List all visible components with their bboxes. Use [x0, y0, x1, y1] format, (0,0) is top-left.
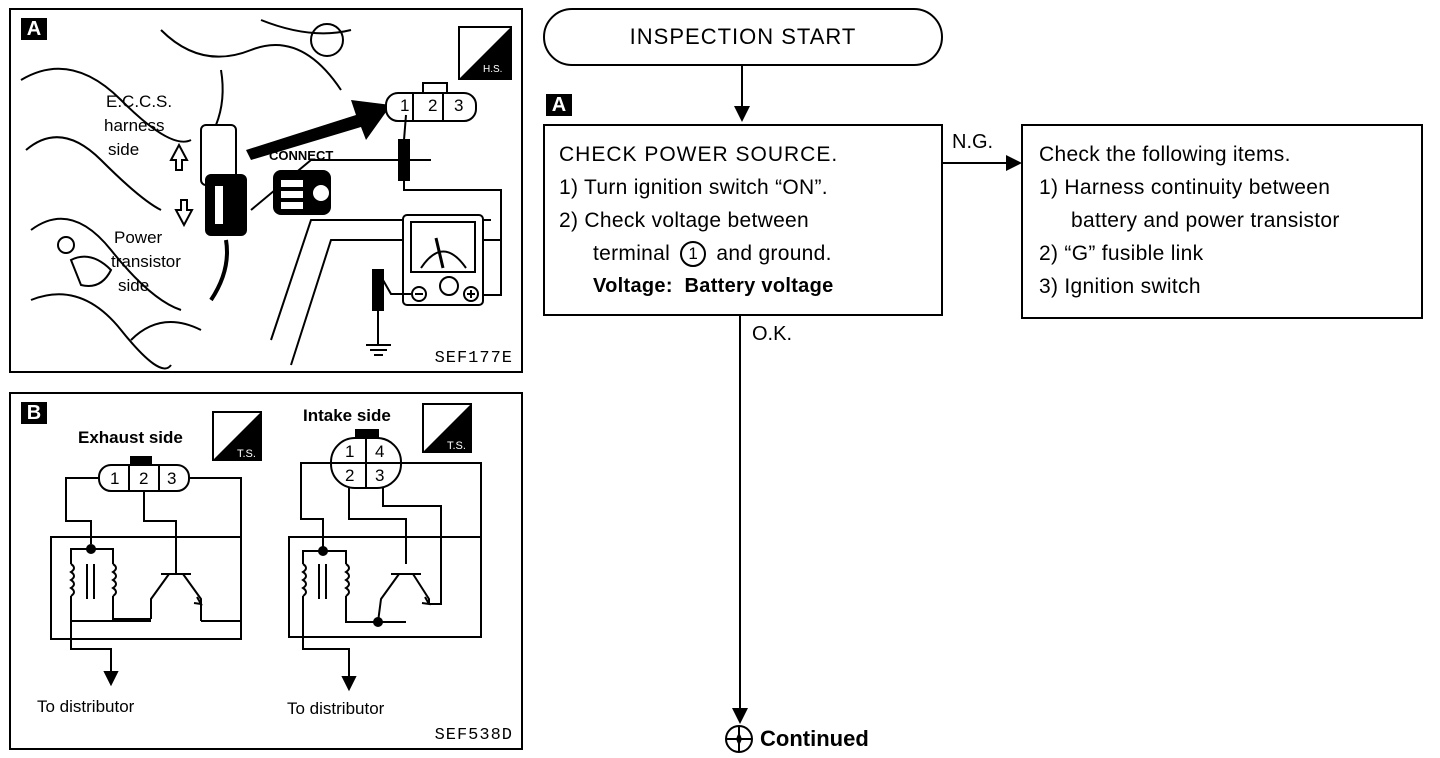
check-item-2b-pre: terminal	[593, 242, 671, 265]
ng-label: N.G.	[952, 131, 994, 153]
continued-icon	[725, 725, 753, 753]
label-transistor: transistor	[111, 252, 181, 271]
check-power-source-box: CHECK POWER SOURCE. 1) Turn ignition swi…	[543, 124, 943, 316]
hs-badge-label: H.S.	[483, 64, 503, 75]
flow-line-start	[741, 66, 743, 108]
ng-item-1b: battery and power transistor	[1071, 209, 1340, 232]
ts-badge-label-intake: T.S.	[447, 440, 466, 452]
continued-label: Continued	[760, 726, 869, 751]
intake-pin-3: 3	[375, 466, 385, 485]
check-item-2b: terminal 1 and ground.	[559, 237, 927, 270]
ng-item-3: 3) Ignition switch	[1039, 275, 1201, 298]
label-connect: CONNECT	[269, 148, 334, 163]
arrow-down-head-1	[734, 106, 750, 122]
panel-a-badge: A	[21, 18, 47, 40]
exhaust-pin-1: 1	[110, 469, 120, 488]
panel-a: A	[9, 8, 523, 373]
ng-items-box: Check the following items. 1) Harness co…	[1021, 124, 1423, 319]
label-eccs: E.C.C.S.	[106, 92, 173, 111]
intake-pin-4: 4	[375, 442, 385, 461]
intake-pin-1: 1	[345, 442, 355, 461]
panel-a-code: SEF177E	[434, 349, 513, 368]
ng-title: Check the following items.	[1039, 143, 1291, 166]
intake-side-label: Intake side	[303, 406, 391, 425]
panel-b: B	[9, 392, 523, 750]
arrow-right-head	[1006, 155, 1022, 171]
ok-label: O.K.	[752, 323, 793, 345]
ts-badge-label-exhaust: T.S.	[237, 448, 256, 460]
engine-illustration	[20, 19, 512, 370]
label-harness: harness	[104, 116, 165, 135]
inspection-start-box: INSPECTION START	[543, 8, 943, 66]
inspection-start-label: INSPECTION START	[629, 24, 857, 49]
label-side-2: side	[118, 276, 150, 295]
panel-b-badge: B	[21, 402, 47, 424]
to-distributor-left: To distributor	[37, 697, 135, 716]
label-power: Power	[114, 228, 163, 247]
check-title: CHECK POWER SOURCE.	[559, 143, 839, 166]
flow-line-ng	[943, 162, 1007, 164]
exhaust-pin-2: 2	[139, 469, 149, 488]
check-item-2b-post: and ground.	[716, 242, 832, 265]
connector-pin-2: 2	[428, 96, 438, 115]
terminal-circle-1: 1	[680, 241, 707, 268]
to-distributor-right: To distributor	[287, 699, 385, 718]
ng-item-2: 2) “G” fusible link	[1039, 242, 1204, 265]
ng-item-1a: 1) Harness continuity between	[1039, 176, 1331, 199]
check-voltage: Voltage: Battery voltage	[593, 275, 834, 297]
connector-pin-1: 1	[400, 96, 410, 115]
check-item-1: 1) Turn ignition switch “ON”.	[559, 176, 828, 199]
circuit-schematic	[50, 403, 482, 692]
flow-line-ok	[739, 316, 741, 712]
panel-b-code: SEF538D	[434, 726, 513, 745]
exhaust-side-label: Exhaust side	[78, 428, 183, 447]
check-item-2a: 2) Check voltage between	[559, 209, 810, 232]
exhaust-pin-3: 3	[167, 469, 177, 488]
connector-pin-3: 3	[454, 96, 464, 115]
intake-pin-2: 2	[345, 466, 355, 485]
step-a-badge: A	[546, 94, 572, 116]
label-side-1: side	[108, 140, 140, 159]
arrow-down-head-2	[732, 708, 748, 724]
